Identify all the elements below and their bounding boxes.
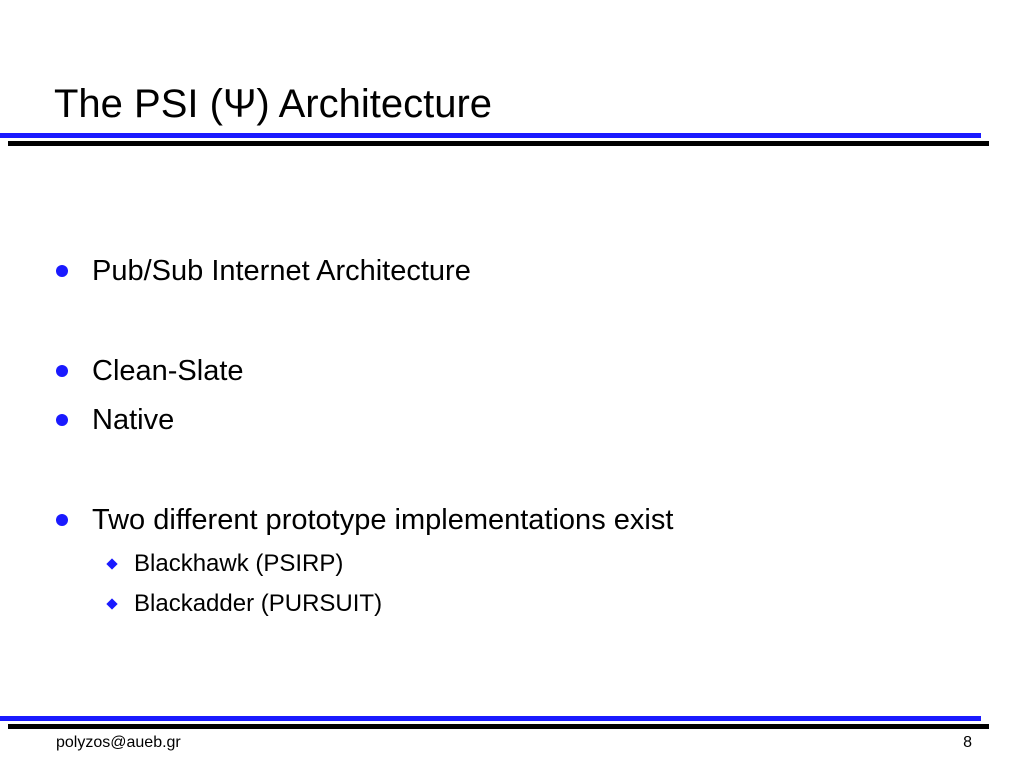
title-rule-black (8, 141, 989, 146)
subbullet-text: Blackadder (PURSUIT) (134, 590, 383, 617)
filled-circle-icon (56, 514, 68, 526)
filled-circle-icon (56, 414, 68, 426)
footer-page-number: 8 (963, 734, 972, 751)
bullet-text: Native (92, 404, 175, 436)
bullet-text: Clean-Slate (92, 355, 244, 387)
bullet-text: Two different prototype implementations … (92, 504, 674, 536)
footer-rule-blue (0, 716, 981, 721)
footer-email: polyzos@aueb.gr (56, 734, 181, 751)
bullet-item: Clean-Slate (56, 353, 244, 389)
filled-circle-icon (56, 265, 68, 277)
bullet-item: Two different prototype implementations … (56, 502, 673, 538)
bullet-text: Pub/Sub Internet Architecture (92, 255, 471, 287)
footer-rule-black (8, 724, 989, 729)
bullet-item: Pub/Sub Internet Architecture (56, 253, 471, 289)
slide-title: The PSI (Ψ) Architecture (54, 82, 493, 126)
bullet-item: Native (56, 402, 174, 438)
subbullet-item: Blackadder (PURSUIT) (106, 589, 383, 619)
filled-diamond-icon (106, 598, 118, 610)
filled-circle-icon (56, 365, 68, 377)
subbullet-item: Blackhawk (PSIRP) (106, 549, 344, 579)
subbullet-text: Blackhawk (PSIRP) (134, 550, 344, 577)
filled-diamond-icon (106, 558, 118, 570)
title-rule-blue (0, 133, 981, 138)
